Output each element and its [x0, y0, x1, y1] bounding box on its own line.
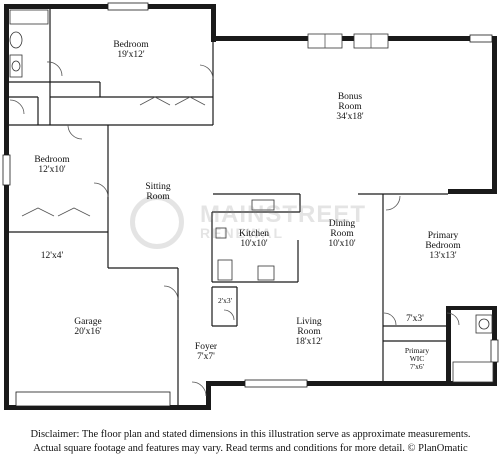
room-label-bedroom-top: Bedroom 19'x12'	[113, 40, 149, 60]
room-label-living: Living Room 18'x12'	[295, 317, 323, 347]
floor-plan	[2, 2, 499, 410]
closet-doors	[21, 96, 206, 217]
disclaimer-line2: Actual square footage and features may v…	[33, 443, 468, 454]
room-label-dining: Dining Room 10'x10'	[328, 219, 356, 249]
room-label-kitchen: Kitchen 10'x10'	[238, 229, 270, 249]
interior-walls	[9, 9, 448, 405]
room-label-primary-wic: Primary WIC 7'x6'	[404, 346, 430, 371]
windows	[2, 2, 499, 407]
disclaimer: Disclaimer: The floor plan and stated di…	[0, 428, 501, 456]
room-label-sitting: Sitting Room	[145, 182, 171, 202]
room-label-primary-bath: 7'x3'	[406, 314, 424, 324]
room-label-garage: Garage 20'x16'	[74, 317, 102, 337]
room-label-pantry: 2'x3'	[218, 296, 232, 305]
fixtures	[9, 9, 494, 383]
room-label-primary-bedroom: Primary Bedroom 13'x13'	[425, 231, 461, 261]
room-label-bedroom-left: Bedroom 12'x10'	[34, 155, 70, 175]
room-label-storage: 12'x4'	[40, 251, 64, 261]
doors	[9, 33, 460, 397]
room-label-bonus: Bonus Room 34'x18'	[336, 92, 364, 122]
room-label-foyer: Foyer 7'x7'	[194, 342, 218, 362]
disclaimer-line1: Disclaimer: The floor plan and stated di…	[30, 429, 471, 440]
